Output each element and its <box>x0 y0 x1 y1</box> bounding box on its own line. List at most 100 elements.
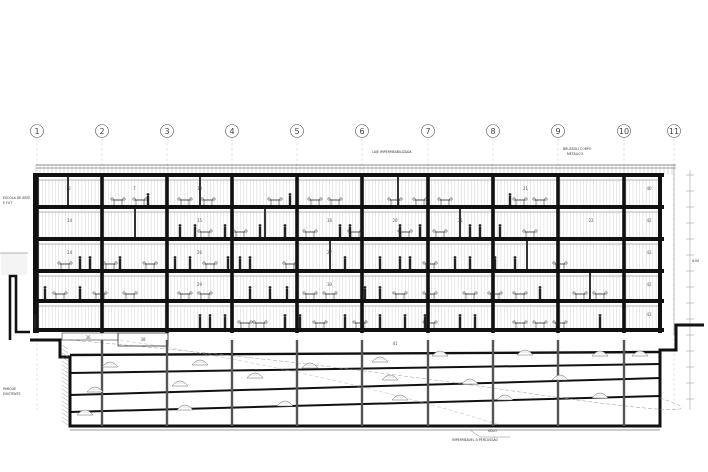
room-number: 42 <box>646 282 652 287</box>
table-chair <box>352 320 356 324</box>
room-number: 20 <box>392 218 398 223</box>
table-chair <box>572 291 576 295</box>
axis-bubble <box>551 124 565 138</box>
basement-column <box>360 340 364 426</box>
left-annotation-2: E FUT <box>3 201 12 205</box>
left-lower-annotation-1: PARQUE <box>3 387 16 391</box>
axis-label: 9 <box>555 127 560 136</box>
table-chair <box>524 291 528 295</box>
car-icon <box>391 394 409 401</box>
axis-label: 2 <box>99 127 104 136</box>
soil-annotation-2: IMPERMEÁVEL À PERCUSSÃO <box>452 437 499 442</box>
car-icon <box>631 350 649 357</box>
floor-slab <box>34 173 664 177</box>
room-number: 42 <box>646 218 652 223</box>
person-figure <box>238 256 242 259</box>
wall-hatch <box>61 368 69 374</box>
table-chair <box>422 320 426 324</box>
person-figure <box>538 286 542 289</box>
table-chair <box>532 197 536 201</box>
left-lower-annotation-2: EXISTENTE <box>3 392 20 396</box>
person-figure <box>363 286 367 289</box>
car-icon <box>461 378 479 385</box>
table-chair <box>142 261 146 265</box>
person-figure <box>298 314 302 317</box>
structural-column <box>491 173 495 333</box>
wall-hatch <box>61 396 69 402</box>
axis-bubble <box>617 124 631 138</box>
person-figure <box>146 193 150 196</box>
table-chair <box>177 197 181 201</box>
facade-column <box>658 173 662 333</box>
table-chair <box>462 291 466 295</box>
table-chair <box>202 261 206 265</box>
person-figure <box>478 227 482 237</box>
table-chair <box>189 291 193 295</box>
axis-label: 6 <box>359 127 364 136</box>
wall-hatch <box>61 364 69 370</box>
table-chair <box>279 197 283 201</box>
table-chair <box>237 320 241 324</box>
person-figure <box>208 314 212 317</box>
person-figure <box>598 314 602 317</box>
wall-hatch <box>61 376 69 382</box>
structural-column <box>230 173 234 333</box>
table-chair <box>604 291 608 295</box>
person-figure <box>288 193 292 196</box>
leader-line <box>469 429 510 438</box>
axis-bubble <box>225 124 239 138</box>
table-chair <box>314 229 318 233</box>
table-chair <box>592 291 596 295</box>
interior-wall <box>526 241 528 269</box>
person-figure <box>118 256 122 259</box>
wall-hatch <box>61 352 69 358</box>
table-chair <box>69 261 73 265</box>
car-icon <box>551 374 569 381</box>
table-chair <box>134 291 138 295</box>
basement-column <box>165 340 169 426</box>
person-figure <box>418 224 422 227</box>
room-number: 21 <box>523 186 529 191</box>
room-number: 43 <box>646 250 652 255</box>
table-chair <box>347 229 351 233</box>
table-chair <box>197 291 201 295</box>
person-figure <box>283 224 287 227</box>
table-chair <box>294 261 298 265</box>
person-figure <box>198 317 202 328</box>
interior-wall <box>329 241 331 269</box>
person-figure <box>458 314 462 317</box>
person-figure <box>258 227 262 237</box>
room-number: 16 <box>327 218 333 223</box>
person-figure <box>338 227 342 237</box>
table-chair <box>197 229 201 233</box>
table-chair <box>52 291 56 295</box>
wall-hatch <box>61 356 69 362</box>
table-chair <box>339 197 343 201</box>
person-figure <box>88 256 92 259</box>
person-figure <box>283 317 287 328</box>
car-icon <box>171 380 189 387</box>
interior-wall <box>589 273 591 299</box>
interior-wall <box>67 177 69 205</box>
structural-column <box>426 173 430 333</box>
car-icon <box>101 361 119 368</box>
table-chair <box>474 291 478 295</box>
table-chair <box>64 291 68 295</box>
car-icon <box>246 372 264 379</box>
person-figure <box>498 224 502 227</box>
table-chair <box>524 320 528 324</box>
person-figure <box>223 317 227 328</box>
person-figure <box>173 256 177 259</box>
room-number: 24 <box>67 250 73 255</box>
room-number: 22 <box>588 218 594 223</box>
axis-label: 7 <box>425 127 430 136</box>
person-figure <box>193 224 197 227</box>
person-figure <box>283 227 287 237</box>
basement-outline <box>30 323 704 428</box>
person-figure <box>208 317 212 328</box>
person-figure <box>513 259 517 269</box>
table-chair <box>412 197 416 201</box>
table-chair <box>324 320 328 324</box>
person-figure <box>343 317 347 328</box>
table-chair <box>434 320 438 324</box>
